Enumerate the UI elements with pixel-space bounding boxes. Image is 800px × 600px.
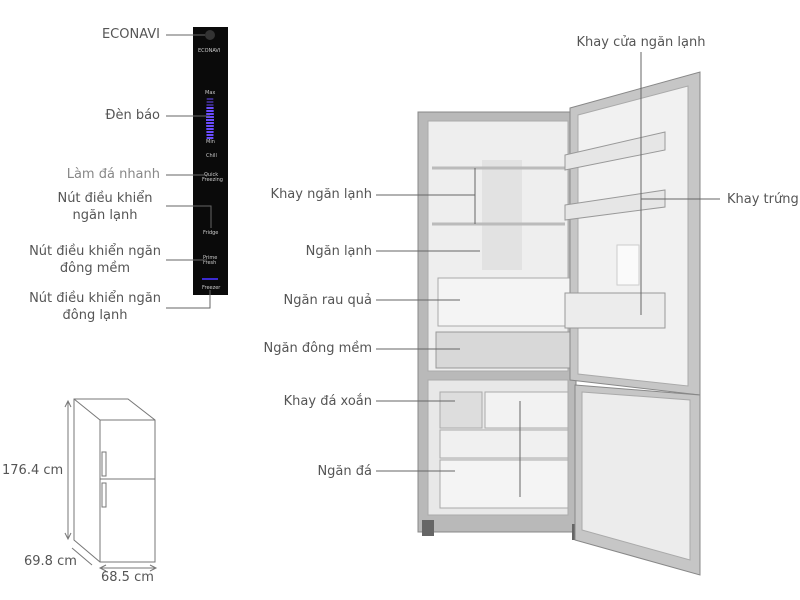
- dimension-drawing: [64, 398, 158, 572]
- dimension-width: 68.5 cm: [101, 570, 154, 585]
- indicator-segment: [206, 98, 214, 100]
- fridge-leader-lines: [376, 52, 720, 497]
- indicator-segment: [206, 116, 214, 118]
- panel-fridge-button[interactable]: Fridge: [203, 230, 218, 236]
- panel-max: Max: [205, 90, 215, 96]
- label-line: ngăn lạnh: [72, 208, 138, 223]
- label-line: Nút điều khiển ngăn: [29, 291, 161, 306]
- panel-freezer-button[interactable]: Freezer: [202, 285, 221, 291]
- label-freezer-drawer: Ngăn đá: [317, 464, 372, 479]
- indicator-segment: [206, 113, 214, 115]
- label-line: đông lạnh: [62, 308, 128, 323]
- panel-prime: Prime: [203, 255, 217, 261]
- panel-chill: Chill: [206, 153, 217, 159]
- indicator-segment: [206, 128, 214, 130]
- indicator-segment: [206, 107, 214, 109]
- label-fridge-control: Nút điều khiển ngăn lạnh: [40, 190, 170, 224]
- panel-brand: ECONAVI: [198, 48, 220, 54]
- fridge-illustration: [417, 71, 701, 576]
- indicator-segment: [206, 119, 214, 121]
- indicator-segment: [206, 137, 214, 139]
- econavi-sensor-icon: [205, 30, 215, 40]
- indicator-bar: [206, 98, 214, 139]
- label-vegetable-drawer: Ngăn rau quả: [283, 293, 372, 308]
- label-shelf: Khay ngăn lạnh: [270, 187, 372, 202]
- panel-freezing: Freezing: [202, 177, 223, 183]
- label-line: đông mềm: [59, 261, 131, 276]
- indicator-segment: [206, 104, 214, 106]
- dimension-height: 176.4 cm: [2, 463, 64, 478]
- indicator-segment: [206, 131, 214, 133]
- panel-min: Min: [206, 139, 215, 145]
- label-soft-freeze-control: Nút điều khiển ngăn đông mềm: [25, 243, 165, 277]
- indicator-segment: [206, 125, 214, 127]
- label-quick-ice: Làm đá nhanh: [66, 167, 160, 182]
- label-line: Nút điều khiển: [57, 191, 153, 206]
- label-fridge-compartment: Ngăn lạnh: [305, 244, 372, 259]
- panel-quick: Quick: [204, 172, 218, 178]
- indicator-segment: [206, 110, 214, 112]
- label-indicator: Đèn báo: [105, 108, 160, 123]
- label-egg-tray: Khay trứng: [727, 192, 799, 207]
- indicator-segment: [206, 134, 214, 136]
- indicator-segment: [206, 101, 214, 103]
- control-panel: ECONAVI Max Min Chill Quick Freezing Fri…: [193, 27, 228, 295]
- indicator-segment: [206, 122, 214, 124]
- label-freezer-control: Nút điều khiển ngăn đông lạnh: [25, 290, 165, 324]
- dimension-depth: 69.8 cm: [24, 554, 77, 569]
- label-line: Nút điều khiển ngăn: [29, 244, 161, 259]
- label-twist-ice-tray: Khay đá xoắn: [283, 394, 372, 409]
- label-door-tray: Khay cửa ngăn lạnh: [576, 35, 706, 50]
- panel-prime-fresh-button[interactable]: Fresh: [203, 260, 216, 266]
- label-soft-freeze-drawer: Ngăn đông mềm: [263, 341, 372, 356]
- panel-leader-lines: [166, 34, 212, 309]
- label-econavi: ECONAVI: [101, 27, 160, 42]
